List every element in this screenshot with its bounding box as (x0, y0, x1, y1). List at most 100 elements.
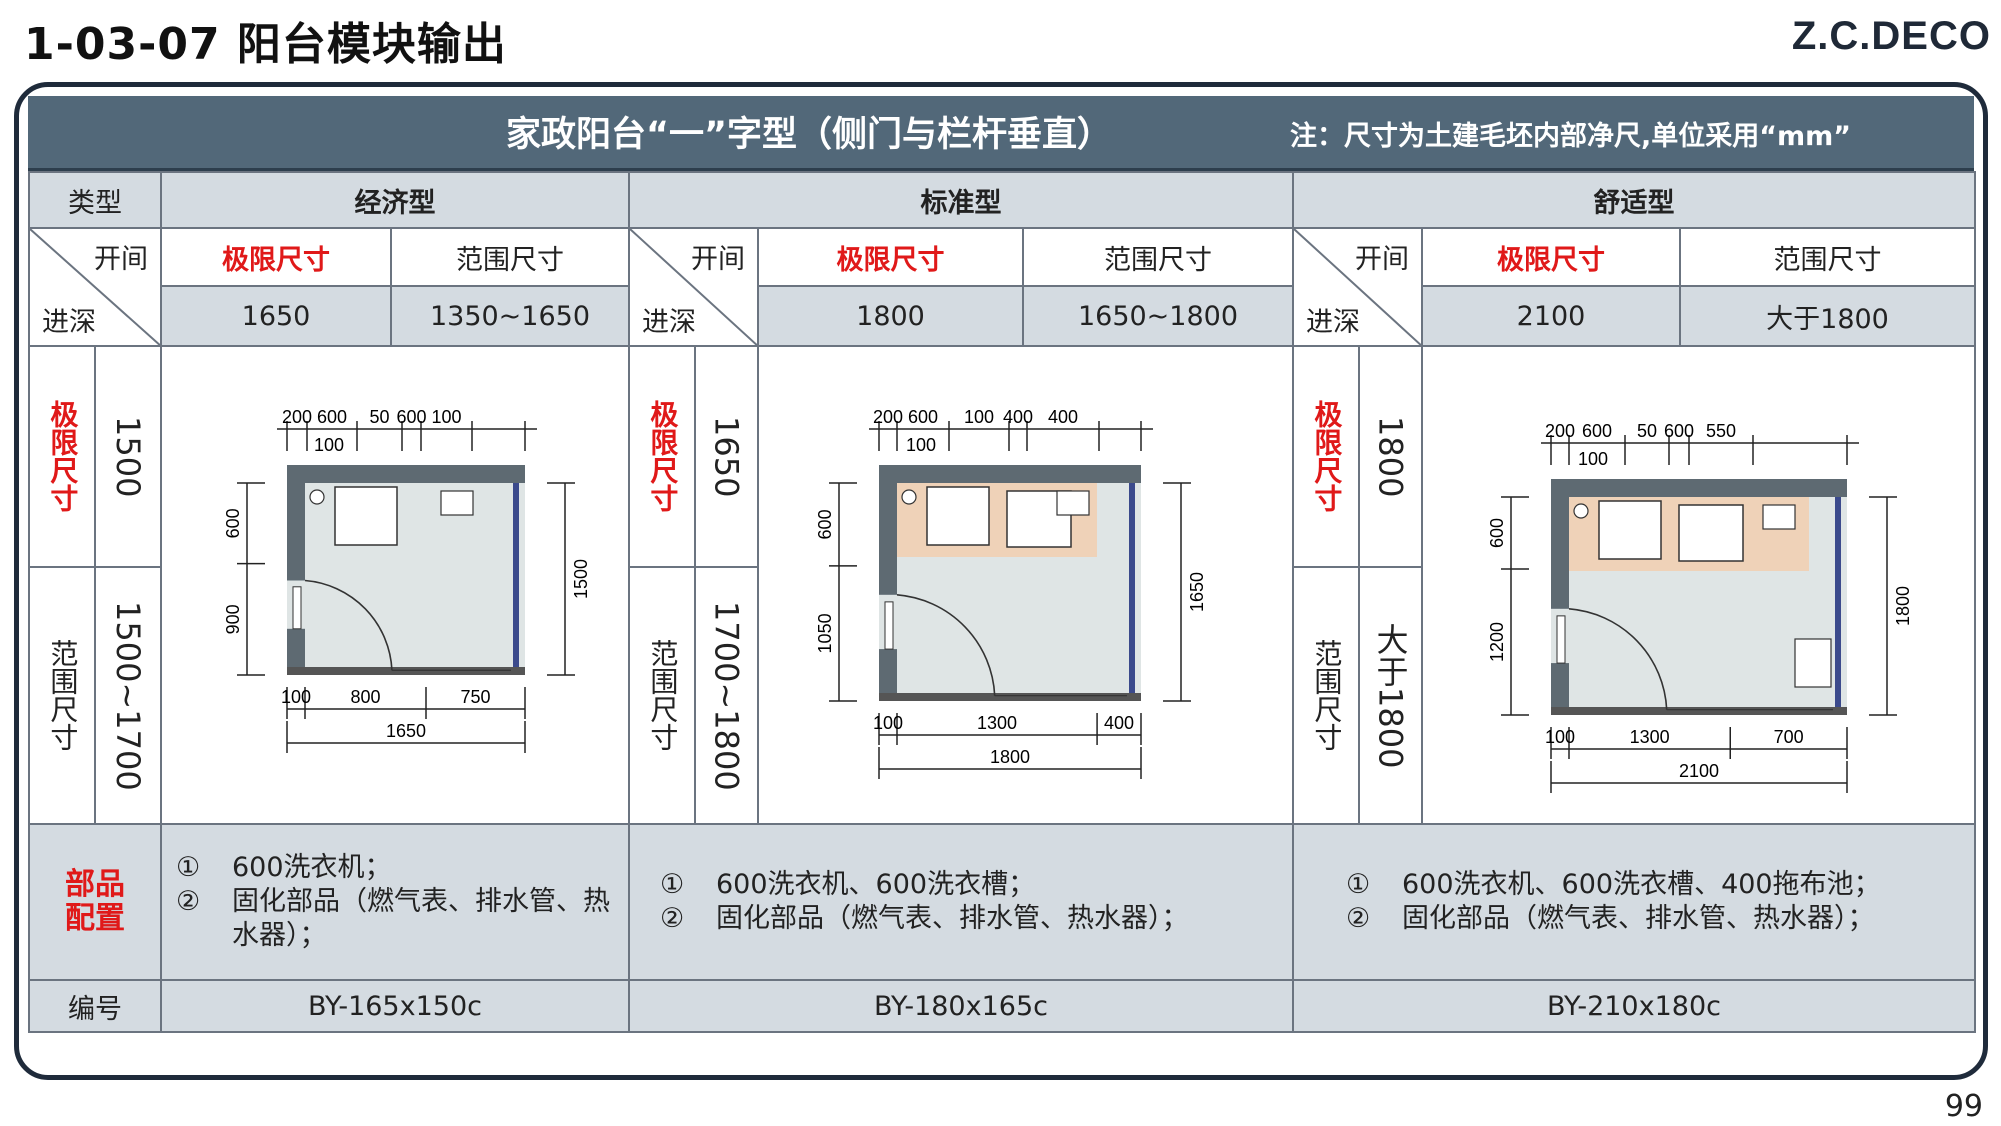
dim-label-left: 1200 (1487, 622, 1507, 662)
dim-label-total: 1800 (990, 747, 1030, 767)
type-label: 类型 (28, 171, 162, 229)
parts-item-text: 固化部品（燃气表、排水管、热水器）； (716, 903, 1189, 934)
depth-label: 进深 (1306, 307, 1360, 338)
diagonal-line (31, 230, 159, 344)
diagonal-line (1295, 230, 1420, 344)
diagonal-header-cell: 开间 进深 (628, 227, 759, 347)
door-swing (896, 594, 996, 696)
depth-range-value: 1500~1700 (109, 600, 147, 791)
dim-label-top: 400 (1003, 407, 1033, 427)
marker-2: ② (176, 886, 201, 917)
depth-limit-value: 1800 (1371, 415, 1410, 498)
plan-window (884, 601, 894, 650)
dim-label-top: 550 (1706, 421, 1736, 441)
limit-depth-label-cell: 极限尺寸 (28, 345, 96, 568)
plan-wall-left (879, 465, 897, 595)
parts-label: 部品配置 (65, 867, 125, 936)
washing-machine (926, 486, 990, 546)
dim-label-bottom: 800 (350, 687, 380, 707)
parts-label-cell: 部品配置 (28, 823, 162, 981)
laundry-sink (1678, 504, 1744, 562)
code-standard: BY-180x165c (628, 979, 1294, 1033)
washing-machine (1598, 500, 1662, 560)
plan-wall-left (287, 465, 305, 581)
water-heater (440, 490, 474, 516)
width-label: 开间 (94, 244, 148, 275)
parts-item: ① 600洗衣机、600洗衣槽； (660, 868, 1291, 902)
range-depth-label: 范围尺寸 (46, 639, 80, 752)
dim-label-top: 100 (431, 407, 461, 427)
document-title: 1-03-07 阳台模块输出 (24, 19, 507, 70)
brand-logo: Z.C.DECO (1791, 14, 1991, 58)
washing-machine (334, 486, 398, 546)
dim-label-left: 600 (223, 508, 243, 538)
plan-railing (1129, 483, 1135, 701)
dim-label-top: 600 (396, 407, 426, 427)
limit-depth-label: 极限尺寸 (646, 400, 680, 513)
width-limit-value: 1800 (757, 285, 1024, 347)
dim-label-top: 400 (1048, 407, 1078, 427)
code-comfort: BY-210x180c (1292, 979, 1976, 1033)
range-depth-value-cell: 大于1800 (1358, 565, 1423, 826)
plan-railing (513, 483, 519, 675)
limit-size-header: 极限尺寸 (757, 227, 1024, 287)
plan-wall-left-lower (287, 628, 305, 675)
limit-depth-label: 极限尺寸 (1310, 400, 1344, 513)
dim-label-right: 1800 (1893, 586, 1913, 626)
dim-label-top: 50 (1637, 421, 1657, 441)
header-note: 注：尺寸为土建毛坯内部净尺,单位采用“mm” (1290, 121, 1852, 152)
parts-item-text: 600洗衣机、600洗衣槽、400拖布池； (1402, 869, 1881, 900)
dim-label-bottom: 100 (1545, 727, 1575, 747)
depth-limit-value: 1500 (109, 415, 147, 498)
dim-label-left: 600 (815, 509, 835, 539)
type-standard: 标准型 (628, 171, 1294, 229)
marker-1: ① (660, 869, 685, 900)
diagonal-line (631, 230, 756, 344)
width-label: 开间 (1355, 244, 1409, 275)
dim-label-top: 600 (317, 407, 347, 427)
depth-label: 进深 (642, 307, 696, 338)
dim-label-top: 200 (282, 407, 312, 427)
dim-label-top: 600 (908, 407, 938, 427)
mop-sink (1794, 638, 1832, 688)
parts-item-text: 600洗衣机、600洗衣槽； (716, 869, 1036, 900)
dim-label-top: 50 (369, 407, 389, 427)
width-limit-value: 2100 (1421, 285, 1681, 347)
range-size-header: 范围尺寸 (390, 227, 630, 287)
diagonal-header-cell: 开间 进深 (28, 227, 162, 347)
diagonal-header-cell: 开间 进深 (1292, 227, 1423, 347)
dim-label-bottom: 100 (873, 713, 903, 733)
dim-label-bottom: 1300 (977, 713, 1017, 733)
width-limit-value: 1650 (160, 285, 392, 347)
range-depth-label-cell: 范围尺寸 (28, 565, 96, 826)
limit-depth-label-cell: 极限尺寸 (1292, 345, 1360, 568)
depth-range-value: 大于1800 (1371, 622, 1410, 769)
width-range-value: 1650~1800 (1022, 285, 1294, 347)
width-label: 开间 (691, 244, 745, 275)
dim-label-bottom: 700 (1774, 727, 1804, 747)
range-size-header: 范围尺寸 (1679, 227, 1976, 287)
depth-label: 进深 (42, 307, 96, 338)
limit-size-header: 极限尺寸 (1421, 227, 1681, 287)
page-number: 99 (1944, 1089, 1983, 1124)
limit-depth-label: 极限尺寸 (46, 400, 80, 513)
plan-wall-bottom (287, 667, 525, 675)
width-range-value: 大于1800 (1679, 285, 1976, 347)
code-label: 编号 (28, 979, 162, 1033)
limit-size-header: 极限尺寸 (160, 227, 392, 287)
dim-label-bottom: 400 (1104, 713, 1134, 733)
plan-wall-left-lower (1551, 663, 1569, 715)
dim-label-sub: 100 (906, 435, 936, 455)
header-title: 家政阳台“一”字型（侧门与栏杆垂直） (506, 115, 1113, 155)
